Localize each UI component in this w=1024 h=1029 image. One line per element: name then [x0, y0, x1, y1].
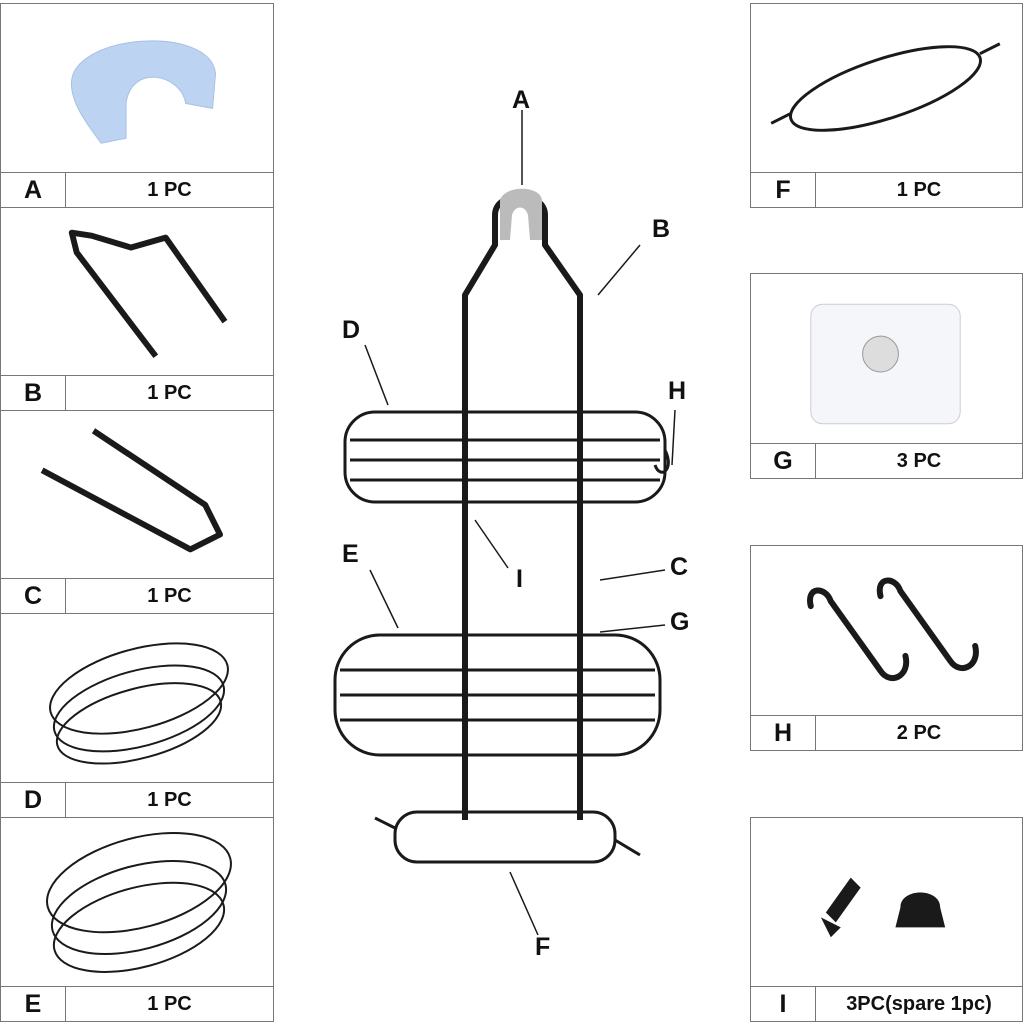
part-quantity: 3 PC: [896, 449, 942, 472]
screw-nut-icon: [751, 818, 1022, 987]
callout-g: G: [670, 608, 690, 636]
part-letter: E: [1, 987, 66, 1021]
large-basket-icon: [1, 818, 273, 987]
part-b-panel: B 1 PC: [0, 207, 274, 411]
part-e-panel: E 1 PC: [0, 817, 274, 1022]
part-letter: B: [1, 376, 66, 410]
part-quantity: 1 PC: [147, 788, 192, 811]
part-quantity: 2 PC: [896, 721, 942, 744]
part-c-panel: C 1 PC: [0, 410, 274, 614]
part-letter: A: [1, 173, 66, 207]
part-letter: C: [1, 579, 66, 613]
small-basket-icon: [1, 614, 273, 783]
part-letter: F: [751, 173, 816, 207]
part-f-panel: F 1 PC: [750, 3, 1023, 208]
part-quantity: 3PC(spare 1pc): [846, 992, 992, 1015]
top-frame-icon: [1, 208, 273, 376]
part-quantity: 1 PC: [896, 178, 942, 201]
callout-h: H: [668, 377, 687, 405]
part-quantity: 1 PC: [147, 178, 192, 201]
part-letter: H: [751, 716, 816, 750]
s-hook-icon: [751, 546, 1022, 716]
callout-b: B: [652, 215, 671, 243]
callout-f: F: [535, 933, 551, 961]
part-h-panel: H 2 PC: [750, 545, 1023, 751]
part-letter: D: [1, 783, 66, 817]
part-quantity: 1 PC: [147, 584, 192, 607]
part-d-panel: D 1 PC: [0, 613, 274, 818]
part-quantity: 1 PC: [147, 381, 192, 404]
callout-i: I: [516, 565, 523, 593]
silicone-pad-icon: [1, 4, 273, 173]
callout-c: C: [670, 553, 689, 581]
part-i-panel: I 3PC(spare 1pc): [750, 817, 1023, 1022]
part-g-panel: G 3 PC: [750, 273, 1023, 479]
bottom-frame-icon: [1, 411, 273, 579]
callout-e: E: [342, 540, 359, 568]
adhesive-hook-icon: [751, 274, 1022, 444]
soap-dish-icon: [751, 4, 1022, 173]
callout-a: A: [512, 86, 531, 114]
callout-d: D: [342, 316, 361, 344]
assembled-caddy-diagram: A B C D E F G H I: [280, 0, 745, 1024]
part-quantity: 1 PC: [147, 992, 192, 1015]
part-a-panel: A 1 PC: [0, 3, 274, 208]
part-letter: G: [751, 444, 816, 478]
part-letter: I: [751, 987, 816, 1021]
caddy-drawing: [333, 110, 676, 936]
